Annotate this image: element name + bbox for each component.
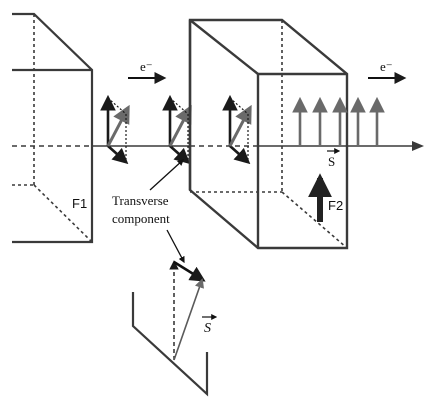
spin-vector-1: [100, 94, 130, 165]
beam-axis-arrowhead: [412, 141, 424, 151]
electron-label-right-text: e⁻: [380, 59, 393, 74]
bottom-detail-frame: [131, 292, 209, 397]
transverse-label-pointer-down: [166, 229, 185, 264]
filter-f2-label: F2: [328, 198, 343, 213]
spin-vector-3-guide-top: [229, 97, 249, 115]
bottom-detail-spin-label-text: S: [204, 321, 211, 336]
spin-vector-1-total: [106, 104, 130, 147]
spin-vector-2-transverse: [169, 145, 191, 165]
spin-vector-1-guide-top: [107, 97, 127, 115]
electron-label-left: e⁻: [128, 59, 167, 84]
transverse-label-line-1: Transverse: [112, 193, 169, 208]
spin-vector-label-axis: S: [327, 148, 341, 169]
bottom-detail-transverse-arrow: [173, 260, 206, 282]
filter-f1-hidden-edge-diagonal: [33, 184, 93, 243]
filter-f2: [188, 18, 349, 250]
spin-vector-label-axis-text: S: [328, 154, 335, 169]
bottom-detail: S: [131, 260, 218, 397]
spin-vector-2-guide-top: [169, 97, 189, 115]
filter-f2-outer-outline: [188, 18, 349, 250]
output-spin-arrows: [292, 96, 385, 146]
spin-vector-3-total: [228, 104, 252, 147]
spin-vector-3: [222, 94, 252, 165]
electron-label-left-text: e⁻: [140, 59, 153, 74]
bottom-detail-total-spin-arrow: [173, 278, 204, 361]
filter-f2-hidden-diagonal: [281, 191, 348, 249]
transverse-label-line-2: component: [112, 211, 170, 226]
filter-f2-top-diagonal: [189, 19, 259, 75]
electron-label-right: e⁻: [368, 59, 407, 84]
spin-vector-1-transverse: [107, 145, 129, 165]
filter-f1: [12, 12, 94, 244]
transverse-label-pointer-up: [149, 159, 184, 191]
spin-vector-3-transverse: [229, 145, 251, 165]
beam-axis: [12, 141, 424, 151]
spin-vector-2: [162, 94, 192, 165]
spin-vector-2-total: [168, 104, 192, 147]
filter-f1-label: F1: [72, 196, 87, 211]
